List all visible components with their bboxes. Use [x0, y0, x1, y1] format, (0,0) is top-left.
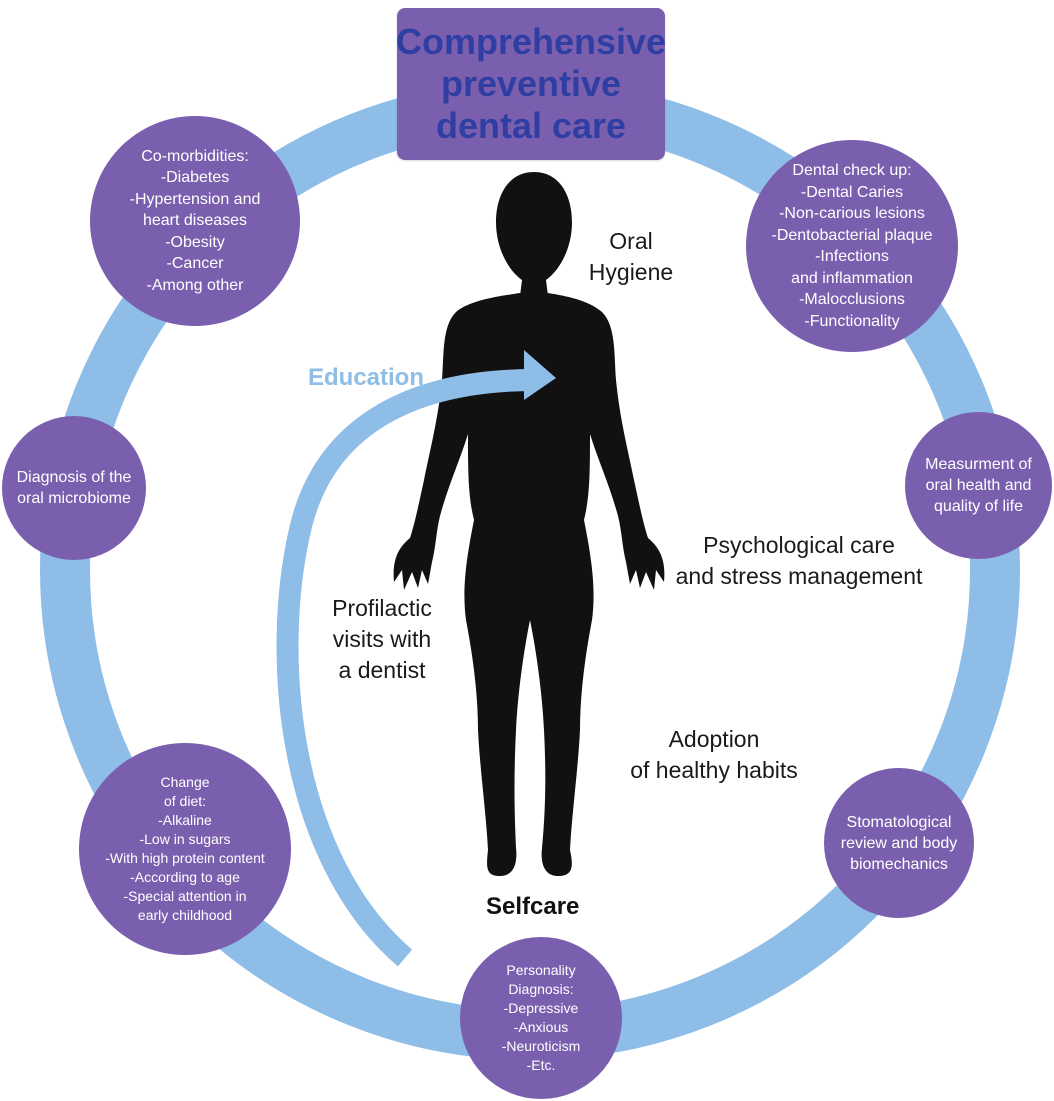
node-text: -Obesity — [165, 233, 225, 251]
node-text: -Non-carious lesions — [779, 205, 925, 222]
node-text: quality of life — [934, 498, 1023, 515]
node-text: Co-morbidities: — [141, 147, 249, 165]
label-text: Psychological care — [703, 532, 895, 558]
title-line: preventive — [440, 63, 622, 104]
label-selfcare: Selfcare — [486, 893, 580, 920]
node-text: -Neuroticism — [501, 1038, 581, 1054]
node-text: Measurment of — [925, 456, 1032, 473]
label-text: Adoption — [668, 726, 760, 752]
node-text: heart diseases — [142, 212, 248, 230]
node-text: -Among other — [146, 276, 244, 294]
node-text: Stomatological — [846, 813, 952, 831]
label-education: Education — [308, 364, 425, 391]
education-arrow — [276, 350, 556, 967]
label-text: Oral — [609, 228, 653, 254]
node-text: -According to age — [130, 869, 240, 885]
node-text: of diet: — [163, 793, 207, 809]
node-text: -Hypertension and — [129, 190, 261, 208]
human-silhouette — [393, 172, 665, 876]
node-microbiome: Diagnosis of the oral microbiome — [2, 416, 146, 560]
label-psychological-care: Psychological care and stress management — [664, 530, 934, 592]
node-text: -Dentobacterial plaque — [771, 226, 933, 244]
node-text: -Anxious — [513, 1019, 569, 1035]
node-text: biomechanics — [850, 855, 948, 873]
node-text: Diagnosis: — [508, 981, 574, 997]
node-text: -Depressive — [503, 1000, 579, 1016]
node-text: and inflammation — [791, 269, 913, 287]
node-text: Change — [160, 774, 210, 790]
node-text: -Alkaline — [158, 812, 212, 828]
node-text: oral microbiome — [17, 490, 131, 507]
label-text: Profilactic — [332, 595, 432, 621]
node-text: -Diabetes — [160, 169, 230, 187]
node-text: -Low in sugars — [139, 831, 231, 847]
node-text: -Functionality — [804, 312, 900, 330]
node-text: Personality — [506, 962, 576, 978]
node-text: -Cancer — [166, 255, 224, 273]
node-text: Diagnosis of the — [16, 469, 132, 486]
title-box: Comprehensive preventive dental care — [395, 8, 667, 160]
node-text: -Dental Caries — [800, 183, 904, 201]
node-text: review and body — [840, 834, 958, 852]
label-text: of healthy habits — [630, 757, 798, 783]
node-text: -Etc. — [526, 1057, 556, 1073]
node-text: early childhood — [137, 907, 233, 923]
title-line: Comprehensive — [395, 21, 667, 62]
label-text: visits with — [332, 626, 432, 652]
node-text: -Malocclusions — [799, 291, 905, 308]
node-diet: Change of diet: -Alkaline -Low in sugars… — [79, 743, 291, 955]
node-dental-checkup: Dental check up: -Dental Caries -Non-car… — [746, 140, 958, 352]
label-text: Hygiene — [588, 259, 674, 285]
node-text: Dental check up: — [792, 162, 912, 179]
label-oral-hygiene: Oral Hygiene — [582, 226, 680, 288]
node-measurement: Measurment of oral health and quality of… — [905, 412, 1052, 559]
node-stomatological: Stomatological review and body biomechan… — [824, 768, 974, 918]
label-healthy-habits: Adoption of healthy habits — [624, 724, 804, 786]
node-text: -Infections — [815, 248, 889, 265]
label-text: and stress management — [675, 563, 923, 589]
label-profilactic-visits: Profilactic visits with a dentist — [318, 593, 446, 686]
label-text: a dentist — [338, 657, 426, 683]
node-text: -Special attention in — [123, 888, 247, 904]
node-comorbidities: Co-morbidities: -Diabetes -Hypertension … — [90, 116, 300, 326]
node-personality: Personality Diagnosis: -Depressive -Anxi… — [460, 937, 622, 1099]
node-text: -With high protein content — [105, 850, 265, 866]
title-line: dental care — [435, 105, 627, 146]
node-text: oral health and — [925, 477, 1032, 494]
